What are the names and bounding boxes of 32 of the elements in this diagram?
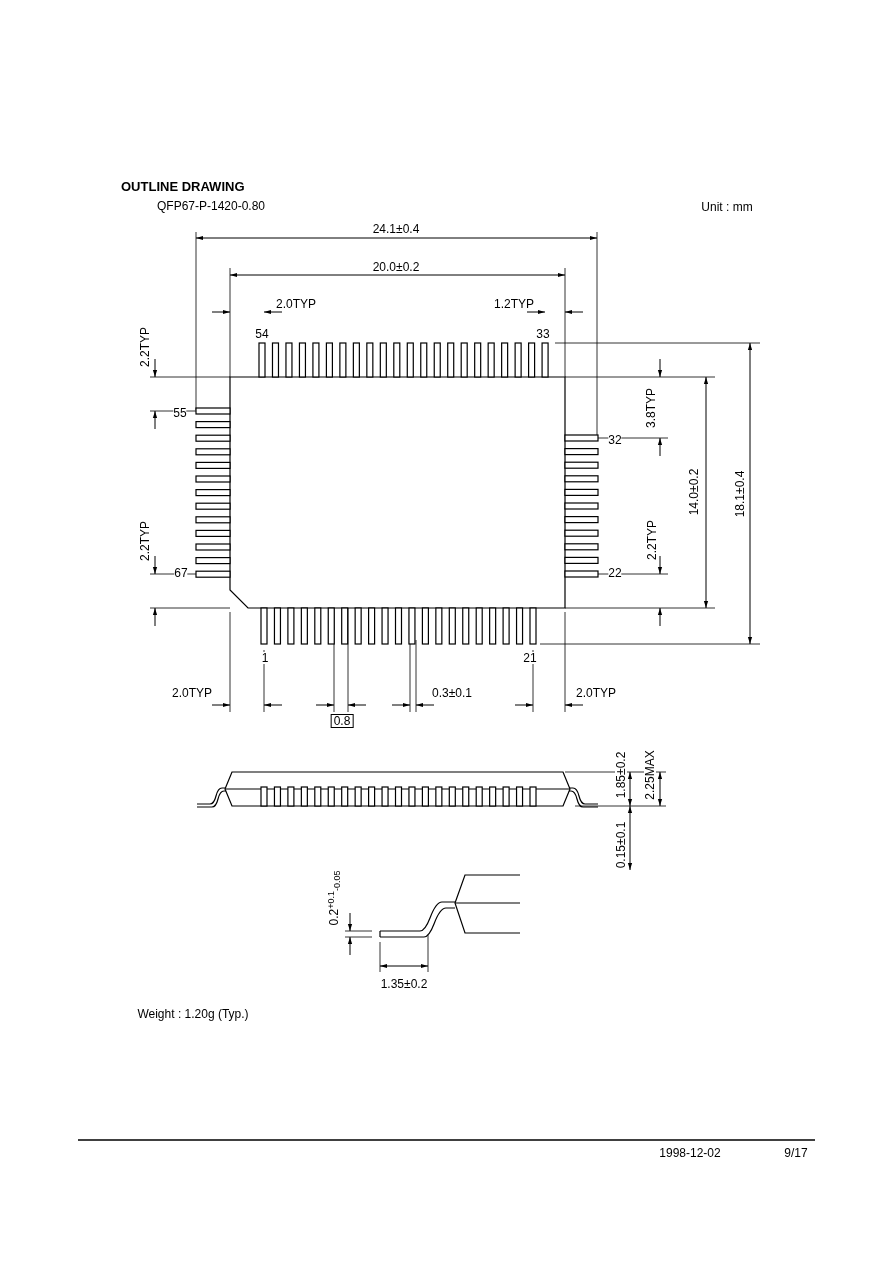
dimension-label: 24.1±0.4 [372, 223, 420, 235]
dimension-label: 0.3±0.1 [432, 687, 472, 699]
note-text: 9/17 [784, 1147, 808, 1159]
dimension-label: 14.0±0.2 [688, 468, 700, 516]
pin-number: 67 [174, 567, 188, 579]
note-text: QFP67-P-1420-0.80 [156, 200, 266, 212]
pin-number: 55 [173, 407, 187, 419]
note-text: Unit : mm [701, 201, 753, 213]
dimension-label: 0.15±0.1 [615, 821, 627, 869]
pin-number: 32 [608, 434, 622, 446]
dimension-label: 2.0TYP [172, 687, 212, 699]
dimension-label: 18.1±0.4 [734, 470, 746, 518]
dimension-label: 1.85±0.2 [615, 751, 627, 799]
note-text: Weight : 1.20g (Typ.) [137, 1008, 249, 1020]
dimension-label: 1.2TYP [494, 298, 534, 310]
pin-number: 21 [523, 652, 537, 664]
dimension-label: 2.0TYP [576, 687, 616, 699]
basic-dimension-label: 0.8 [330, 714, 354, 728]
dimension-label: 2.2TYP [139, 327, 151, 367]
pin-number: 1 [261, 652, 269, 664]
dimension-label: 20.0±0.2 [372, 261, 420, 273]
pin-number: 33 [536, 328, 550, 340]
dimension-label: 2.2TYP [646, 520, 658, 560]
dimension-label: 2.0TYP [276, 298, 316, 310]
note-text: 1998-12-02 [659, 1147, 721, 1159]
dimension-label: 1.35±0.2 [380, 978, 428, 990]
dimension-label: 2.25MAX [644, 750, 656, 800]
section-title: OUTLINE DRAWING [121, 180, 245, 193]
pin-number: 22 [608, 567, 622, 579]
pin-number: 54 [255, 328, 269, 340]
dimension-label: 3.8TYP [645, 388, 657, 428]
dimension-label: 2.2TYP [139, 521, 151, 561]
